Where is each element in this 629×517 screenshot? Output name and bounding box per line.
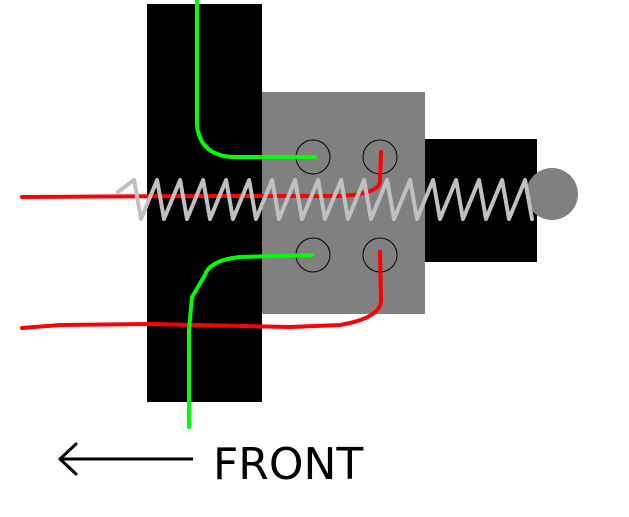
- spring: [116, 178, 534, 221]
- arrow-head: [58, 442, 78, 476]
- plunger-housing: [424, 139, 537, 262]
- knob: [526, 168, 578, 220]
- mounting-panel: [147, 4, 262, 402]
- red-wire-lower: [20, 250, 383, 330]
- green-wire-upper: [195, 0, 317, 159]
- front-label: FRONT: [213, 439, 363, 490]
- arrow-left-icon: [58, 442, 193, 476]
- green-wire-lower: [187, 253, 314, 429]
